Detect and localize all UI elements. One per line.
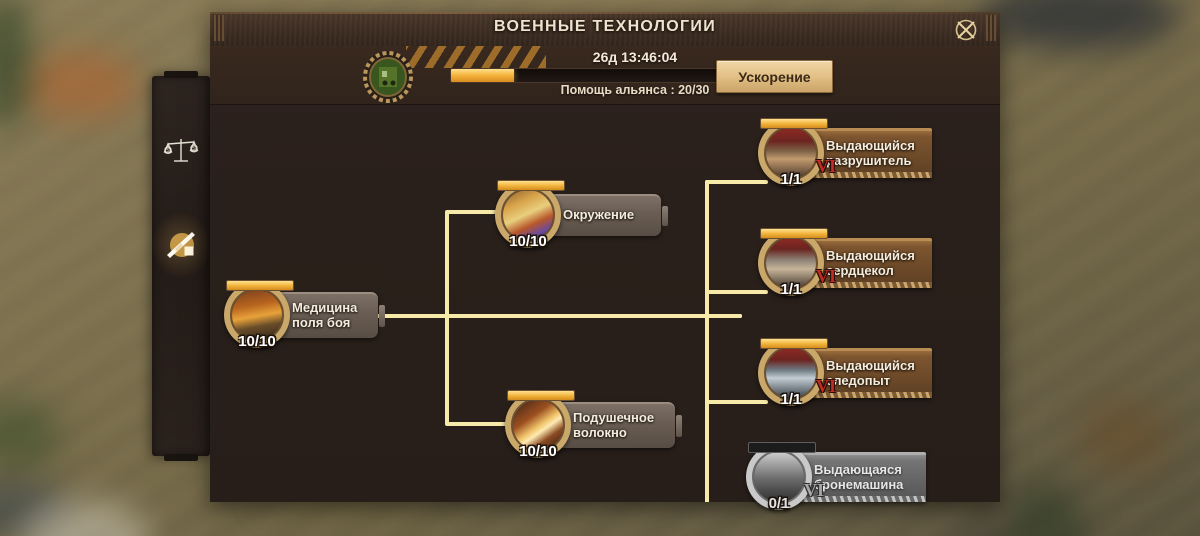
tech-node-badge: 1/1 bbox=[758, 120, 824, 188]
tech-node-badge: 10/10 bbox=[224, 282, 290, 350]
tech-node-xp-fill bbox=[227, 281, 293, 290]
boost-button[interactable]: Ускорение bbox=[716, 60, 833, 93]
tech-node-badge: 0/1 bbox=[746, 444, 812, 512]
tech-node-artwork bbox=[230, 288, 284, 342]
tech-node-level: 10/10 bbox=[238, 333, 276, 350]
pathfinder-portrait-icon bbox=[766, 348, 816, 398]
tech-node-xp-bar bbox=[760, 338, 828, 349]
titlebar-left-ornament bbox=[214, 15, 224, 41]
page-title: ВОЕННЫЕ ТЕХНОЛОГИИ bbox=[493, 18, 717, 35]
tech-node-tier-badge: VI bbox=[816, 156, 837, 176]
tech-node-xp-bar bbox=[760, 228, 828, 239]
research-gear-icon bbox=[363, 51, 413, 103]
tech-node-artwork bbox=[501, 188, 555, 242]
tech-node-level: 1/1 bbox=[780, 281, 802, 298]
sidebar-item-economy[interactable]: S S bbox=[152, 118, 210, 184]
tech-node-xp-bar bbox=[507, 390, 575, 401]
battlefield-medicine-icon bbox=[232, 290, 282, 340]
tech-node-label: Окружение bbox=[563, 207, 635, 222]
tech-node-tier-badge: VI bbox=[804, 480, 825, 500]
tech-node-badge: 10/10 bbox=[495, 182, 561, 250]
svg-text:S: S bbox=[166, 148, 170, 154]
tech-tree-window: ВОЕННЫЕ ТЕХНОЛОГИИ bbox=[210, 12, 1000, 512]
tech-node-badge: 1/1 bbox=[758, 340, 824, 408]
svg-text:S: S bbox=[192, 146, 196, 152]
armored-vehicle-icon bbox=[754, 452, 804, 502]
tech-node-level: 0/1 bbox=[768, 495, 790, 512]
tech-node-xp-fill bbox=[761, 339, 827, 348]
tech-node-badge: 1/1 bbox=[758, 230, 824, 298]
close-button[interactable] bbox=[952, 16, 980, 44]
window-titlebar: ВОЕННЫЕ ТЕХНОЛОГИИ bbox=[210, 12, 1000, 47]
tech-node-xp-fill bbox=[761, 229, 827, 238]
sidebar-item-military[interactable] bbox=[152, 212, 210, 278]
tech-node-artwork bbox=[764, 126, 818, 180]
tech-node-xp-bar bbox=[748, 442, 816, 453]
tech-node-level: 1/1 bbox=[780, 171, 802, 188]
boost-button-label: Ускорение bbox=[738, 68, 811, 85]
tech-node-artwork bbox=[752, 450, 806, 504]
titlebar-right-ornament bbox=[986, 15, 996, 41]
tech-node-xp-fill bbox=[498, 181, 564, 190]
scales-balance-icon: S S bbox=[163, 139, 199, 162]
tech-node-xp-bar bbox=[497, 180, 565, 191]
research-progress-bar bbox=[450, 68, 727, 83]
hazard-stripe-decoration bbox=[406, 46, 546, 68]
tech-node-level: 10/10 bbox=[519, 443, 557, 460]
tech-node-tier-badge: VI bbox=[816, 266, 837, 286]
encirclement-icon bbox=[503, 190, 553, 240]
tech-node-level: 10/10 bbox=[509, 233, 547, 250]
research-progress-fill bbox=[451, 69, 515, 82]
tech-node-artwork bbox=[764, 346, 818, 400]
research-timer: 26д 13:46:04 bbox=[592, 49, 678, 65]
research-progress-strip: 26д 13:46:04 Помощь альянса : 20/30 Уско… bbox=[210, 46, 1000, 105]
cushion-fiber-icon bbox=[513, 400, 563, 450]
tech-node-xp-bar bbox=[760, 118, 828, 129]
current-research-icon[interactable] bbox=[362, 50, 414, 104]
alliance-help-label: Помощь альянса : 20/30 bbox=[560, 83, 710, 97]
destroyer-portrait-icon bbox=[766, 128, 816, 178]
rifle-gear-icon bbox=[167, 232, 195, 258]
tech-node-xp-fill bbox=[508, 391, 574, 400]
tech-node-xp-bar bbox=[226, 280, 294, 291]
tech-node-tier-badge: VI bbox=[816, 376, 837, 396]
heartpiercer-portrait-icon bbox=[766, 238, 816, 288]
tech-node-badge: 10/10 bbox=[505, 392, 571, 460]
close-x-circle-icon bbox=[955, 19, 977, 41]
category-rail: S S bbox=[152, 71, 210, 461]
tech-node-xp-fill bbox=[761, 119, 827, 128]
tech-node-level: 1/1 bbox=[780, 391, 802, 408]
tech-node-artwork bbox=[764, 236, 818, 290]
